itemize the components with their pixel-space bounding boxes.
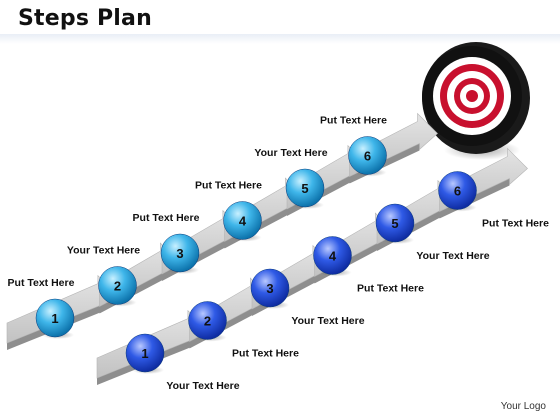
lower-step-label: Your Text Here: [416, 250, 489, 262]
lower-step-label: Put Text Here: [232, 348, 299, 360]
page-title: Steps Plan: [18, 6, 152, 31]
upper-step-ball: [35, 298, 75, 338]
upper-step-label: Put Text Here: [320, 115, 387, 127]
lower-step-number: 3: [266, 281, 273, 296]
lower-step-ball: [313, 236, 352, 275]
lower-step-label: Your Text Here: [291, 315, 364, 327]
upper-step-ball: [223, 201, 262, 240]
upper-step-number: 6: [364, 149, 371, 164]
upper-step-1: 1 Put Text Here: [8, 277, 75, 339]
lower-step-ball: [375, 203, 415, 243]
upper-step-ball: [160, 233, 200, 273]
upper-step-ball: [98, 266, 137, 305]
bullseye-target-icon: [422, 42, 530, 160]
upper-step-label: Put Text Here: [8, 277, 75, 289]
upper-step-label: Put Text Here: [133, 212, 200, 224]
upper-step-ball: [285, 168, 325, 208]
upper-step-6: 6 Put Text Here: [320, 115, 387, 177]
lower-step-label: Put Text Here: [357, 283, 424, 295]
lower-step-label: Your Text Here: [166, 380, 239, 392]
lower-step-number: 5: [391, 216, 398, 231]
logo-text: Your Logo: [500, 401, 546, 412]
upper-step-number: 2: [114, 279, 121, 294]
lower-step-ball: [250, 268, 290, 308]
lower-step-number: 6: [454, 184, 461, 199]
title-band: [0, 34, 560, 44]
upper-step-label: Your Text Here: [67, 245, 140, 257]
upper-step-ball: [348, 136, 387, 175]
upper-step-5: 5 Your Text Here: [254, 147, 328, 209]
upper-step-number: 5: [301, 181, 308, 196]
upper-step-4: 4 Put Text Here: [195, 180, 262, 242]
lower-step-number: 2: [204, 314, 211, 329]
upper-step-number: 3: [176, 246, 183, 261]
upper-step-number: 4: [239, 214, 247, 229]
lower-step-ball: [188, 301, 227, 340]
upper-step-label: Put Text Here: [195, 180, 262, 192]
upper-step-label: Your Text Here: [254, 147, 327, 159]
upper-step-3: 3 Put Text Here: [133, 212, 200, 274]
lower-step-ball: [438, 171, 477, 210]
lower-step-number: 4: [329, 249, 337, 264]
upper-step-number: 1: [51, 311, 58, 326]
lower-step-label: Put Text Here: [482, 218, 549, 230]
upper-step-2: 2 Your Text Here: [67, 245, 140, 307]
lower-step-number: 1: [141, 346, 148, 361]
lower-step-ball: [125, 333, 165, 373]
